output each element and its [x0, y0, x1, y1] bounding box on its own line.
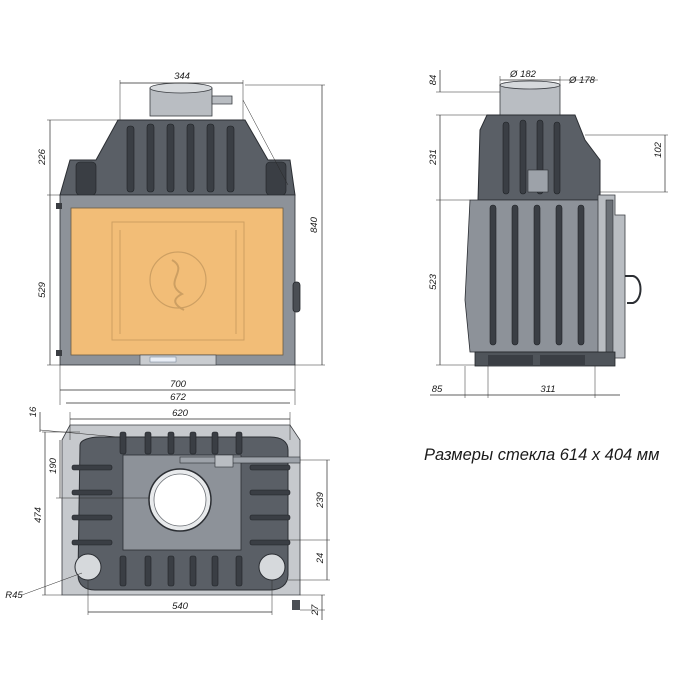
hood-rib — [166, 123, 175, 193]
dim-base-width: 540 — [172, 601, 189, 612]
side-body-rib — [511, 204, 519, 346]
dim-flue-to-rear: 239 — [315, 491, 326, 509]
glass-size-caption: Размеры стекла 614 x 404 мм — [424, 446, 660, 464]
top-view: 16 620 190 474 239 24 27 R45 — [5, 406, 330, 620]
hood-rib — [146, 123, 155, 193]
leader-line — [39, 429, 119, 438]
hood-side-lug — [75, 161, 97, 196]
top-roller-left — [74, 553, 102, 581]
dim-rear-gap: 24 — [315, 553, 326, 565]
dim-outer-diameter: Ø 182 — [509, 69, 537, 80]
dim-hood-height: 226 — [37, 148, 48, 166]
dim-edge-offset: 16 — [28, 406, 39, 417]
dim-top-flue-width: 344 — [174, 71, 190, 82]
dim-inner-diameter: Ø 178 — [568, 75, 596, 86]
top-roller-right — [258, 553, 286, 581]
side-body-rib — [555, 204, 563, 346]
side-flue-collar — [499, 84, 561, 116]
leader-line — [242, 99, 289, 186]
side-body-rib — [489, 204, 497, 346]
dim-radius: R45 — [5, 590, 23, 601]
door-hinge — [56, 350, 62, 356]
air-regulator — [149, 356, 177, 363]
side-flue-top — [499, 80, 561, 90]
dim-outer-width: 700 — [170, 379, 187, 390]
hood-rib — [226, 125, 235, 193]
dim-flue-top: 84 — [428, 75, 439, 86]
dim-foot-depth: 27 — [310, 604, 321, 616]
top-foot — [292, 600, 300, 610]
front-view: 344 226 529 840 700 672 — [37, 71, 325, 405]
top-fins-bottom — [119, 555, 243, 587]
glass-backplate-motif — [111, 221, 245, 341]
hood-rib — [206, 123, 215, 193]
side-base-block — [488, 355, 533, 365]
door-handle — [292, 281, 301, 313]
side-hood-rib — [519, 119, 527, 195]
dim-side-body-height: 523 — [428, 273, 439, 290]
side-hood-rib — [502, 121, 510, 195]
front-flue-damper — [211, 95, 233, 105]
side-hood-rib — [553, 121, 561, 195]
top-fins-sides — [71, 464, 291, 546]
side-door-edge — [605, 199, 614, 356]
front-door-glass — [70, 207, 284, 356]
side-base-block — [540, 355, 585, 365]
side-view: Ø 182 Ø 178 84 231 523 102 85 311 — [428, 69, 668, 398]
hood-side-lug — [265, 161, 287, 196]
front-flue-top — [149, 82, 213, 94]
dim-front-depth: 85 — [432, 384, 443, 395]
dim-glass-frame-width: 672 — [170, 392, 187, 403]
dim-side-offset: 102 — [653, 141, 664, 158]
door-hinge — [56, 203, 62, 209]
dim-total-height: 840 — [309, 216, 320, 233]
dim-side-hood-height: 231 — [428, 149, 439, 166]
dim-total-depth: 474 — [33, 507, 44, 523]
dim-inner-width: 620 — [172, 408, 189, 419]
dim-door-height: 529 — [37, 281, 48, 298]
air-intake-slot — [139, 354, 217, 366]
top-flue-inner — [153, 473, 207, 527]
side-body-rib — [533, 204, 541, 346]
side-door-handle — [625, 275, 642, 304]
hood-rib — [126, 125, 135, 193]
dim-flue-offset: 190 — [48, 457, 59, 474]
side-hood-plate — [527, 169, 549, 193]
top-fins-top — [119, 431, 243, 455]
dim-rear-depth: 311 — [540, 384, 555, 395]
side-body-rib — [577, 204, 585, 346]
top-damper-bracket — [214, 454, 234, 468]
hood-rib — [186, 123, 195, 193]
top-damper-rod — [179, 456, 301, 464]
leader-line — [21, 572, 83, 596]
